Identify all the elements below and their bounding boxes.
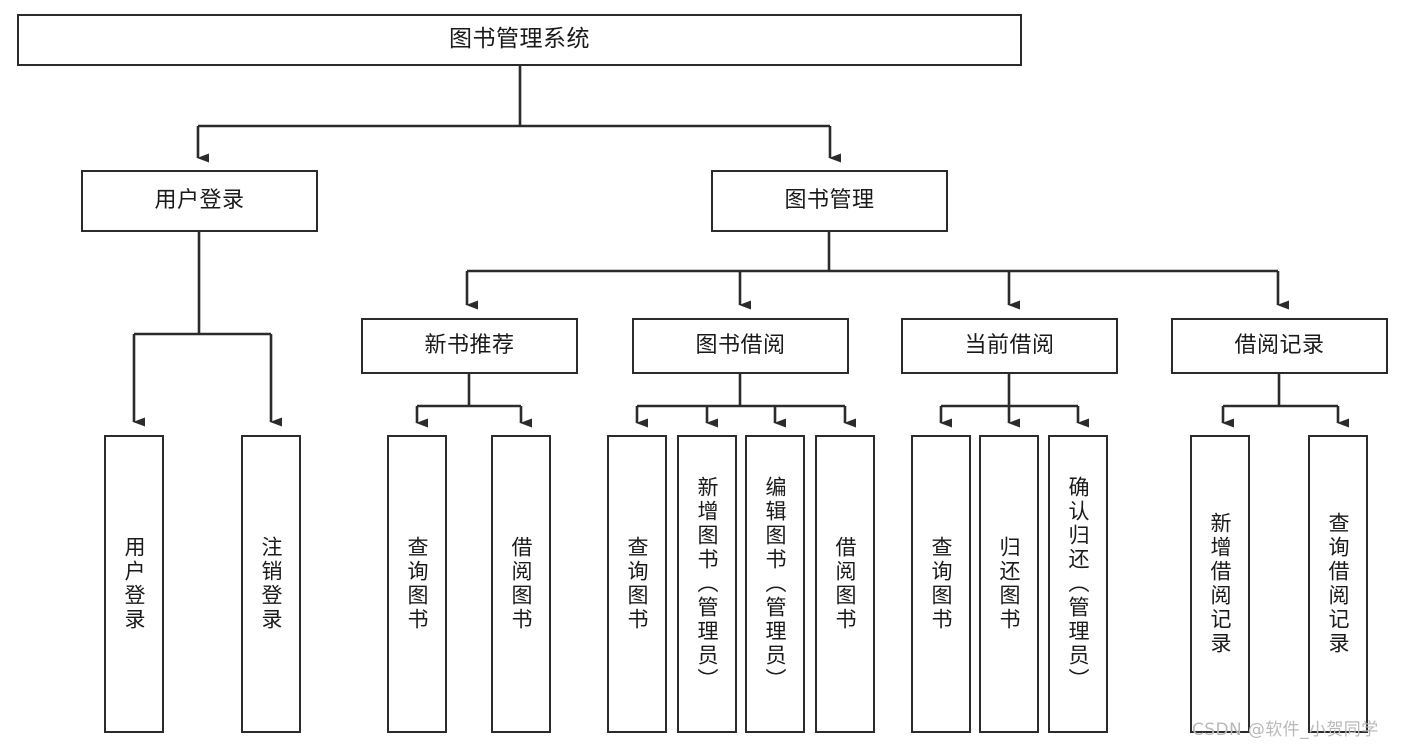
node-label: 查询图书 [625,536,650,632]
node-label: 编辑图书（管理员） [763,476,788,692]
leaf-logout[interactable]: 注销登录 [241,435,301,733]
node-label: 用户登录 [154,187,245,213]
node-book-borrow[interactable]: 图书借阅 [632,318,849,374]
leaf-query-book-borrow[interactable]: 查询图书 [607,435,667,733]
node-label: 新增借阅记录 [1208,512,1233,656]
leaf-query-book-recommend[interactable]: 查询图书 [387,435,447,733]
leaf-user-login[interactable]: 用户登录 [104,435,164,733]
node-label: 查询图书 [405,536,430,632]
leaf-return-book[interactable]: 归还图书 [979,435,1039,733]
node-user-login[interactable]: 用户登录 [81,170,318,232]
node-label: 借阅图书 [509,536,534,632]
leaf-add-book-admin[interactable]: 新增图书（管理员） [677,435,737,733]
node-label: 查询借阅记录 [1326,512,1351,656]
csdn-watermark: CSDN @软件_小贺同学 [1192,720,1379,740]
leaf-query-borrow-record[interactable]: 查询借阅记录 [1308,435,1368,733]
node-book-management[interactable]: 图书管理 [711,170,948,232]
node-label: 图书管理系统 [449,26,590,53]
node-label: 图书借阅 [695,332,786,358]
node-label: 查询图书 [929,536,954,632]
node-label: 新书推荐 [424,332,515,358]
node-current-borrow[interactable]: 当前借阅 [901,318,1118,374]
node-label: 注销登录 [259,536,284,632]
node-label: 用户登录 [122,536,147,632]
node-label: 当前借阅 [964,332,1055,358]
node-label: 归还图书 [997,536,1022,632]
node-borrow-records[interactable]: 借阅记录 [1171,318,1388,374]
node-label: 确认归还（管理员） [1066,476,1091,692]
node-new-book-recommend[interactable]: 新书推荐 [361,318,578,374]
node-label: 图书管理 [784,187,875,213]
node-label: 借阅记录 [1234,332,1325,358]
leaf-add-borrow-record[interactable]: 新增借阅记录 [1190,435,1250,733]
leaf-borrow-book[interactable]: 借阅图书 [815,435,875,733]
node-label: 新增图书（管理员） [695,476,720,692]
leaf-edit-book-admin[interactable]: 编辑图书（管理员） [745,435,805,733]
leaf-confirm-return-admin[interactable]: 确认归还（管理员） [1048,435,1108,733]
node-label: 借阅图书 [833,536,858,632]
leaf-borrow-book-recommend[interactable]: 借阅图书 [491,435,551,733]
node-root-system[interactable]: 图书管理系统 [17,14,1022,66]
leaf-query-book-current[interactable]: 查询图书 [911,435,971,733]
